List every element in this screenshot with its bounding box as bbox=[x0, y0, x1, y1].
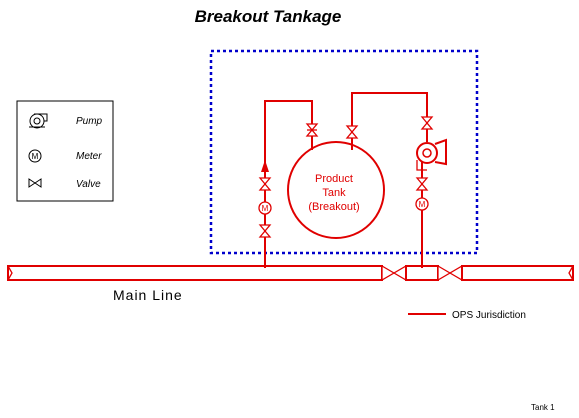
outlet-pump bbox=[416, 138, 447, 171]
legend: Pump M Meter Valve bbox=[16, 100, 114, 202]
svg-text:M: M bbox=[419, 200, 426, 209]
inlet-meter: M bbox=[258, 201, 272, 215]
inlet-tank-valve bbox=[305, 123, 319, 137]
pump-icon bbox=[29, 113, 48, 129]
svg-text:M: M bbox=[32, 152, 39, 161]
outlet-tank-valve bbox=[345, 125, 359, 139]
product-tank: Product Tank (Breakout) bbox=[287, 141, 385, 239]
main-line-valve-1 bbox=[381, 264, 407, 282]
inlet-upper-valve bbox=[258, 177, 272, 191]
tank-label-line2: Tank bbox=[322, 187, 346, 199]
legend-meter-label: Meter bbox=[76, 151, 102, 162]
outlet-upper-valve bbox=[420, 116, 434, 130]
meter-icon: M bbox=[28, 149, 42, 163]
inlet-lower-valve bbox=[258, 224, 272, 238]
main-line bbox=[7, 264, 574, 282]
figure-footer-label: Tank 1 bbox=[531, 403, 555, 412]
outlet-meter: M bbox=[415, 197, 429, 211]
outlet-middle-valve bbox=[415, 177, 429, 191]
valve-icon bbox=[28, 178, 42, 188]
main-line-label: Main Line bbox=[113, 287, 183, 303]
ops-jurisdiction-label: OPS Jurisdiction bbox=[452, 310, 526, 321]
legend-valve-label: Valve bbox=[76, 179, 101, 190]
ops-jurisdiction-legend: OPS Jurisdiction bbox=[408, 310, 526, 321]
main-line-valve-2 bbox=[437, 264, 463, 282]
tank-label-line1: Product bbox=[315, 173, 353, 185]
svg-text:M: M bbox=[262, 204, 269, 213]
facility-boundary bbox=[209, 49, 479, 255]
diagram-title: Breakout Tankage bbox=[195, 7, 342, 26]
legend-pump-label: Pump bbox=[76, 116, 103, 127]
tank-label-line3: (Breakout) bbox=[308, 201, 359, 213]
